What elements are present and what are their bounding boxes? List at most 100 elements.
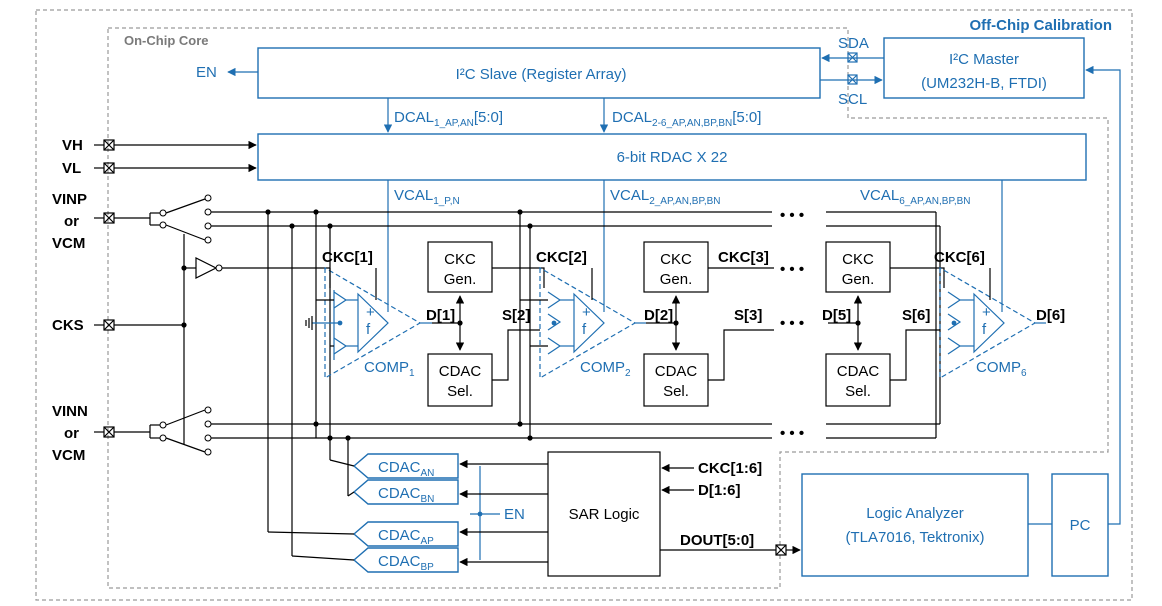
ckc-gen-6-line2: Gen.	[842, 271, 875, 288]
ckc-gen-1-line2: Gen.	[444, 271, 477, 288]
cdac-sel-6: CDAC Sel.	[825, 353, 891, 407]
ckc-gen-1: CKC Gen.	[427, 241, 493, 293]
sar-logic-block: SAR Logic CKC[1:6] D[1:6] DOUT[5:0]	[459, 451, 801, 577]
cdac-sel-1: CDAC Sel.	[427, 353, 493, 407]
vinn-vcm-label: VCM	[52, 447, 85, 464]
vinn-input: VINN or VCM	[52, 403, 212, 464]
comparator-1: + f CKC[1] COMP1	[305, 249, 432, 380]
vinp-label: VINP	[52, 191, 87, 208]
cdac-an: CDACAN	[352, 453, 459, 479]
i2c-master-block: I²C Master (UM232H-B, FTDI)	[883, 37, 1085, 99]
cdac-ap: CDACAP	[352, 521, 459, 547]
cdac-bp-label: CDACBP	[378, 553, 434, 573]
ellipsis-top: • • •	[780, 207, 804, 224]
pc-block: PC	[1028, 473, 1109, 577]
off-chip-calibration-label: Off-Chip Calibration	[970, 17, 1113, 34]
comp1-plus: +	[366, 304, 375, 321]
comparator-6: + f D[6] COMP6	[939, 266, 1065, 380]
pc-to-master-link	[1085, 65, 1121, 525]
comp1-f: f	[366, 321, 371, 338]
i2c-slave-block: I²C Slave (Register Array)	[257, 47, 821, 99]
ellipsis-s: • • •	[780, 315, 804, 332]
dout-label: DOUT[5:0]	[680, 532, 754, 549]
cdac-an-label: CDACAN	[378, 459, 434, 479]
cdac-bn: CDACBN	[352, 479, 459, 505]
dcal1-label: DCAL1_AP,AN[5:0]	[394, 109, 503, 129]
comp6-label: COMP6	[976, 359, 1027, 379]
vcal1-label: VCAL1_P,N	[394, 187, 460, 207]
logic-analyzer-label-2: (TLA7016, Tektronix)	[846, 529, 985, 546]
logic-analyzer-block: Logic Analyzer (TLA7016, Tektronix)	[801, 473, 1029, 577]
en-label: EN	[196, 64, 217, 81]
en-output: EN	[196, 64, 258, 81]
ckc-gen-2-line1: CKC	[660, 251, 692, 268]
dcal-buses: DCAL1_AP,AN[5:0] DCAL2-6_AP,AN,BP,BN[5:0…	[383, 98, 761, 133]
outer-frame	[35, 9, 1133, 601]
vcal6-label: VCAL6_AP,AN,BP,BN	[860, 187, 971, 207]
s2-label: S[2]	[502, 307, 530, 324]
sar-logic-label: SAR Logic	[569, 506, 640, 523]
comp6-f: f	[982, 321, 987, 338]
vinn-or-label: or	[64, 425, 79, 442]
cdac-sel-6-line2: Sel.	[845, 383, 871, 400]
pc-label: PC	[1070, 517, 1091, 534]
i2c-master-label-2: (UM232H-B, FTDI)	[921, 75, 1047, 92]
ckc-gen-6: CKC Gen.	[825, 241, 891, 293]
s6-label: S[6]	[902, 307, 930, 324]
cks-input: CKS	[52, 234, 330, 444]
vinp-vcm-label: VCM	[52, 235, 85, 252]
sda-label: SDA	[838, 35, 869, 52]
comp2-plus: +	[582, 304, 591, 321]
ckc-gen-1-line1: CKC	[444, 251, 476, 268]
rdac-label: 6-bit RDAC X 22	[617, 149, 728, 166]
cks-label: CKS	[52, 317, 84, 334]
on-chip-core-label: On-Chip Core	[124, 33, 209, 48]
cdac-sel-1-line1: CDAC	[439, 363, 482, 380]
ellipsis-ckc: • • •	[780, 261, 804, 278]
vcal2-label: VCAL2_AP,AN,BP,BN	[610, 187, 721, 207]
d1-label: D[1]	[426, 307, 455, 324]
comp1-label: COMP1	[364, 359, 415, 379]
d-bus-label: D[1:6]	[698, 482, 741, 499]
vl-label: VL	[62, 160, 81, 177]
cdac-bn-label: CDACBN	[378, 485, 434, 505]
s6-wires: S[6] CKC[6]	[890, 249, 985, 381]
i2c-master-label-1: I²C Master	[949, 51, 1019, 68]
d1-node: D[1] S[2]	[426, 267, 545, 381]
d2-node: D[2] CKC[3] S[3]	[644, 249, 774, 381]
ckc3-label: CKC[3]	[718, 249, 769, 266]
cdac-wiring: EN	[267, 459, 525, 561]
ckc1-label: CKC[1]	[322, 249, 373, 266]
cdac-ap-label: CDACAP	[378, 527, 434, 547]
rdac-block: 6-bit RDAC X 22	[257, 133, 1087, 181]
ckc-gen-2: CKC Gen.	[643, 241, 709, 293]
vinp-input: VINP or VCM	[52, 191, 212, 252]
cdac-sel-6-line1: CDAC	[837, 363, 880, 380]
cdac-sel-2-line2: Sel.	[663, 383, 689, 400]
vh-label: VH	[62, 137, 83, 154]
dcal2-label: DCAL2-6_AP,AN,BP,BN[5:0]	[612, 109, 761, 129]
cdac-sel-2: CDAC Sel.	[643, 353, 709, 407]
s3-label: S[3]	[734, 307, 762, 324]
ckc-gen-2-line2: Gen.	[660, 271, 693, 288]
en-cdac-label: EN	[504, 506, 525, 523]
comp2-label: COMP2	[580, 359, 631, 379]
vh-vl-inputs: VH VL	[62, 137, 257, 177]
ckc2-label: CKC[2]	[536, 249, 587, 266]
ckc-bus-label: CKC[1:6]	[698, 460, 762, 477]
comp2-f: f	[582, 321, 587, 338]
i2c-slave-label: I²C Slave (Register Array)	[456, 66, 627, 83]
vinp-or-label: or	[64, 213, 79, 230]
logic-analyzer-label-1: Logic Analyzer	[866, 505, 964, 522]
d6-label: D[6]	[1036, 307, 1065, 324]
cdac-bp: CDACBP	[352, 547, 459, 573]
sda-scl-bus: SDA SCL	[820, 35, 884, 108]
ckc6-label: CKC[6]	[934, 249, 985, 266]
ckc-gen-6-line1: CKC	[842, 251, 874, 268]
cdac-sel-2-line1: CDAC	[655, 363, 698, 380]
ellipsis-bottom: • • •	[780, 425, 804, 442]
scl-label: SCL	[838, 91, 867, 108]
comp6-plus: +	[982, 304, 991, 321]
vcal-lines: VCAL1_P,N VCAL2_AP,AN,BP,BN VCAL6_AP,AN,…	[387, 180, 1003, 300]
